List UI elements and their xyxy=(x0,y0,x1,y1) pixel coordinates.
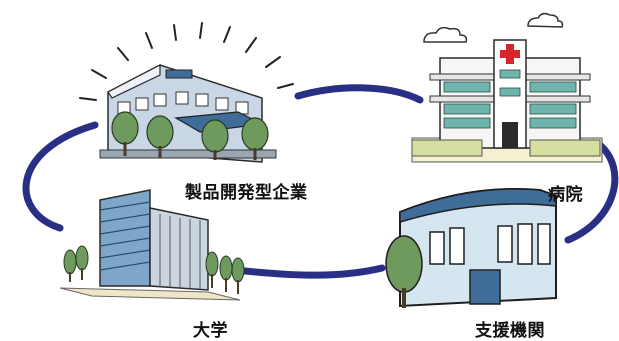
university-building-icon xyxy=(59,189,245,301)
connector-support-university xyxy=(241,264,386,279)
hospital-building-icon xyxy=(411,12,603,163)
support-office-building-icon xyxy=(385,187,557,308)
company-label: 製品開発型企業 xyxy=(185,183,308,203)
hospital-label: 病院 xyxy=(548,185,583,205)
red-cross-icon xyxy=(500,44,520,64)
loop-connector xyxy=(22,84,619,279)
connector-university-company xyxy=(22,121,99,232)
university-label: 大学 xyxy=(193,321,228,341)
support-organization-label: 支援機関 xyxy=(475,321,545,341)
factory-building-icon xyxy=(79,22,294,163)
connector-company-hospital xyxy=(294,84,424,104)
connector-hospital-support xyxy=(564,141,619,244)
